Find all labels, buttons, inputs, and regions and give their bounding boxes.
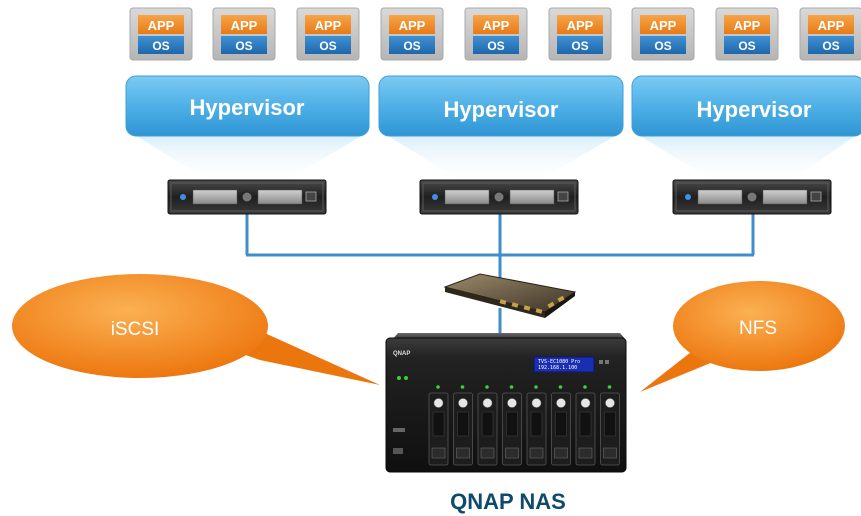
- vm-os-label: OS: [738, 39, 755, 53]
- vm-os-label: OS: [152, 39, 169, 53]
- vm-app-label: APP: [650, 18, 677, 33]
- hypervisor-2[interactable]: Hypervisor: [378, 75, 624, 137]
- cone-1: [130, 132, 368, 180]
- vm-app-label: APP: [734, 18, 761, 33]
- nfs-label: NFS: [739, 318, 777, 339]
- server-row: [167, 179, 832, 215]
- nas-lcd-line1: TVS-EC1080 Pro: [538, 359, 580, 365]
- drive-bay[interactable]: [502, 385, 522, 466]
- drive-bay[interactable]: [551, 385, 571, 466]
- iscsi-label: iSCSI: [111, 319, 160, 340]
- hypervisor-label: Hypervisor: [190, 95, 305, 120]
- nas-device-icon[interactable]: QNAP TVS-EC1080 Pro 192.168.1.100: [385, 333, 627, 473]
- vm-box[interactable]: APP OS: [548, 7, 612, 61]
- vm-os-label: OS: [822, 39, 839, 53]
- iscsi-callout: iSCSI: [12, 274, 380, 385]
- vm-box[interactable]: APP OS: [212, 7, 276, 61]
- hypervisor-3[interactable]: Hypervisor: [631, 75, 861, 137]
- rack-server-icon[interactable]: [419, 179, 579, 215]
- vm-app-label: APP: [148, 18, 175, 33]
- drive-bay[interactable]: [428, 385, 449, 466]
- rack-server-icon[interactable]: [167, 179, 327, 215]
- nfs-callout: NFS: [640, 281, 845, 392]
- vm-box[interactable]: APP OS: [464, 7, 528, 61]
- vm-box[interactable]: APP OS: [296, 7, 360, 61]
- vm-os-label: OS: [403, 39, 420, 53]
- hypervisor-label: Hypervisor: [444, 97, 559, 122]
- nas-front-panel: [393, 376, 408, 454]
- nas-drive-bays: [428, 385, 620, 466]
- vm-os-label: OS: [319, 39, 336, 53]
- vm-os-label: OS: [487, 39, 504, 53]
- drive-bay[interactable]: [575, 385, 596, 466]
- hypervisor-cones: [130, 132, 861, 180]
- vm-app-label: APP: [483, 18, 510, 33]
- nas-brand: QNAP: [393, 351, 410, 357]
- nas-lcd: [533, 356, 595, 373]
- vm-app-label: APP: [399, 18, 426, 33]
- vm-app-label: APP: [315, 18, 342, 33]
- drive-bay[interactable]: [453, 385, 473, 466]
- vm-box[interactable]: APP OS: [631, 7, 695, 61]
- vm-box[interactable]: APP OS: [715, 7, 779, 61]
- vm-os-label: OS: [654, 39, 671, 53]
- nas-title: QNAP NAS: [450, 489, 566, 514]
- rack-server-icon[interactable]: [672, 179, 832, 215]
- vm-row: APP OS APP OS APP OS APP OS APP OS APP OS APP OS APP OS…: [129, 7, 861, 61]
- vm-box[interactable]: APP OS: [799, 7, 861, 61]
- vm-box[interactable]: APP OS: [380, 7, 444, 61]
- vm-app-label: APP: [567, 18, 594, 33]
- drive-bay[interactable]: [477, 385, 498, 466]
- hypervisor-label: Hypervisor: [697, 97, 812, 122]
- vm-os-label: OS: [571, 39, 588, 53]
- hypervisor-1[interactable]: Hypervisor: [125, 75, 370, 137]
- vm-app-label: APP: [818, 18, 845, 33]
- vm-app-label: APP: [231, 18, 258, 33]
- drive-bay[interactable]: [526, 385, 547, 466]
- drive-bay[interactable]: [600, 385, 620, 466]
- network-switch-icon[interactable]: [443, 273, 577, 318]
- cone-2: [382, 132, 622, 180]
- vm-os-label: OS: [235, 39, 252, 53]
- vm-box[interactable]: APP OS: [129, 7, 193, 61]
- nas-lcd-line2: 192.168.1.100: [538, 365, 577, 371]
- cone-3: [634, 132, 861, 180]
